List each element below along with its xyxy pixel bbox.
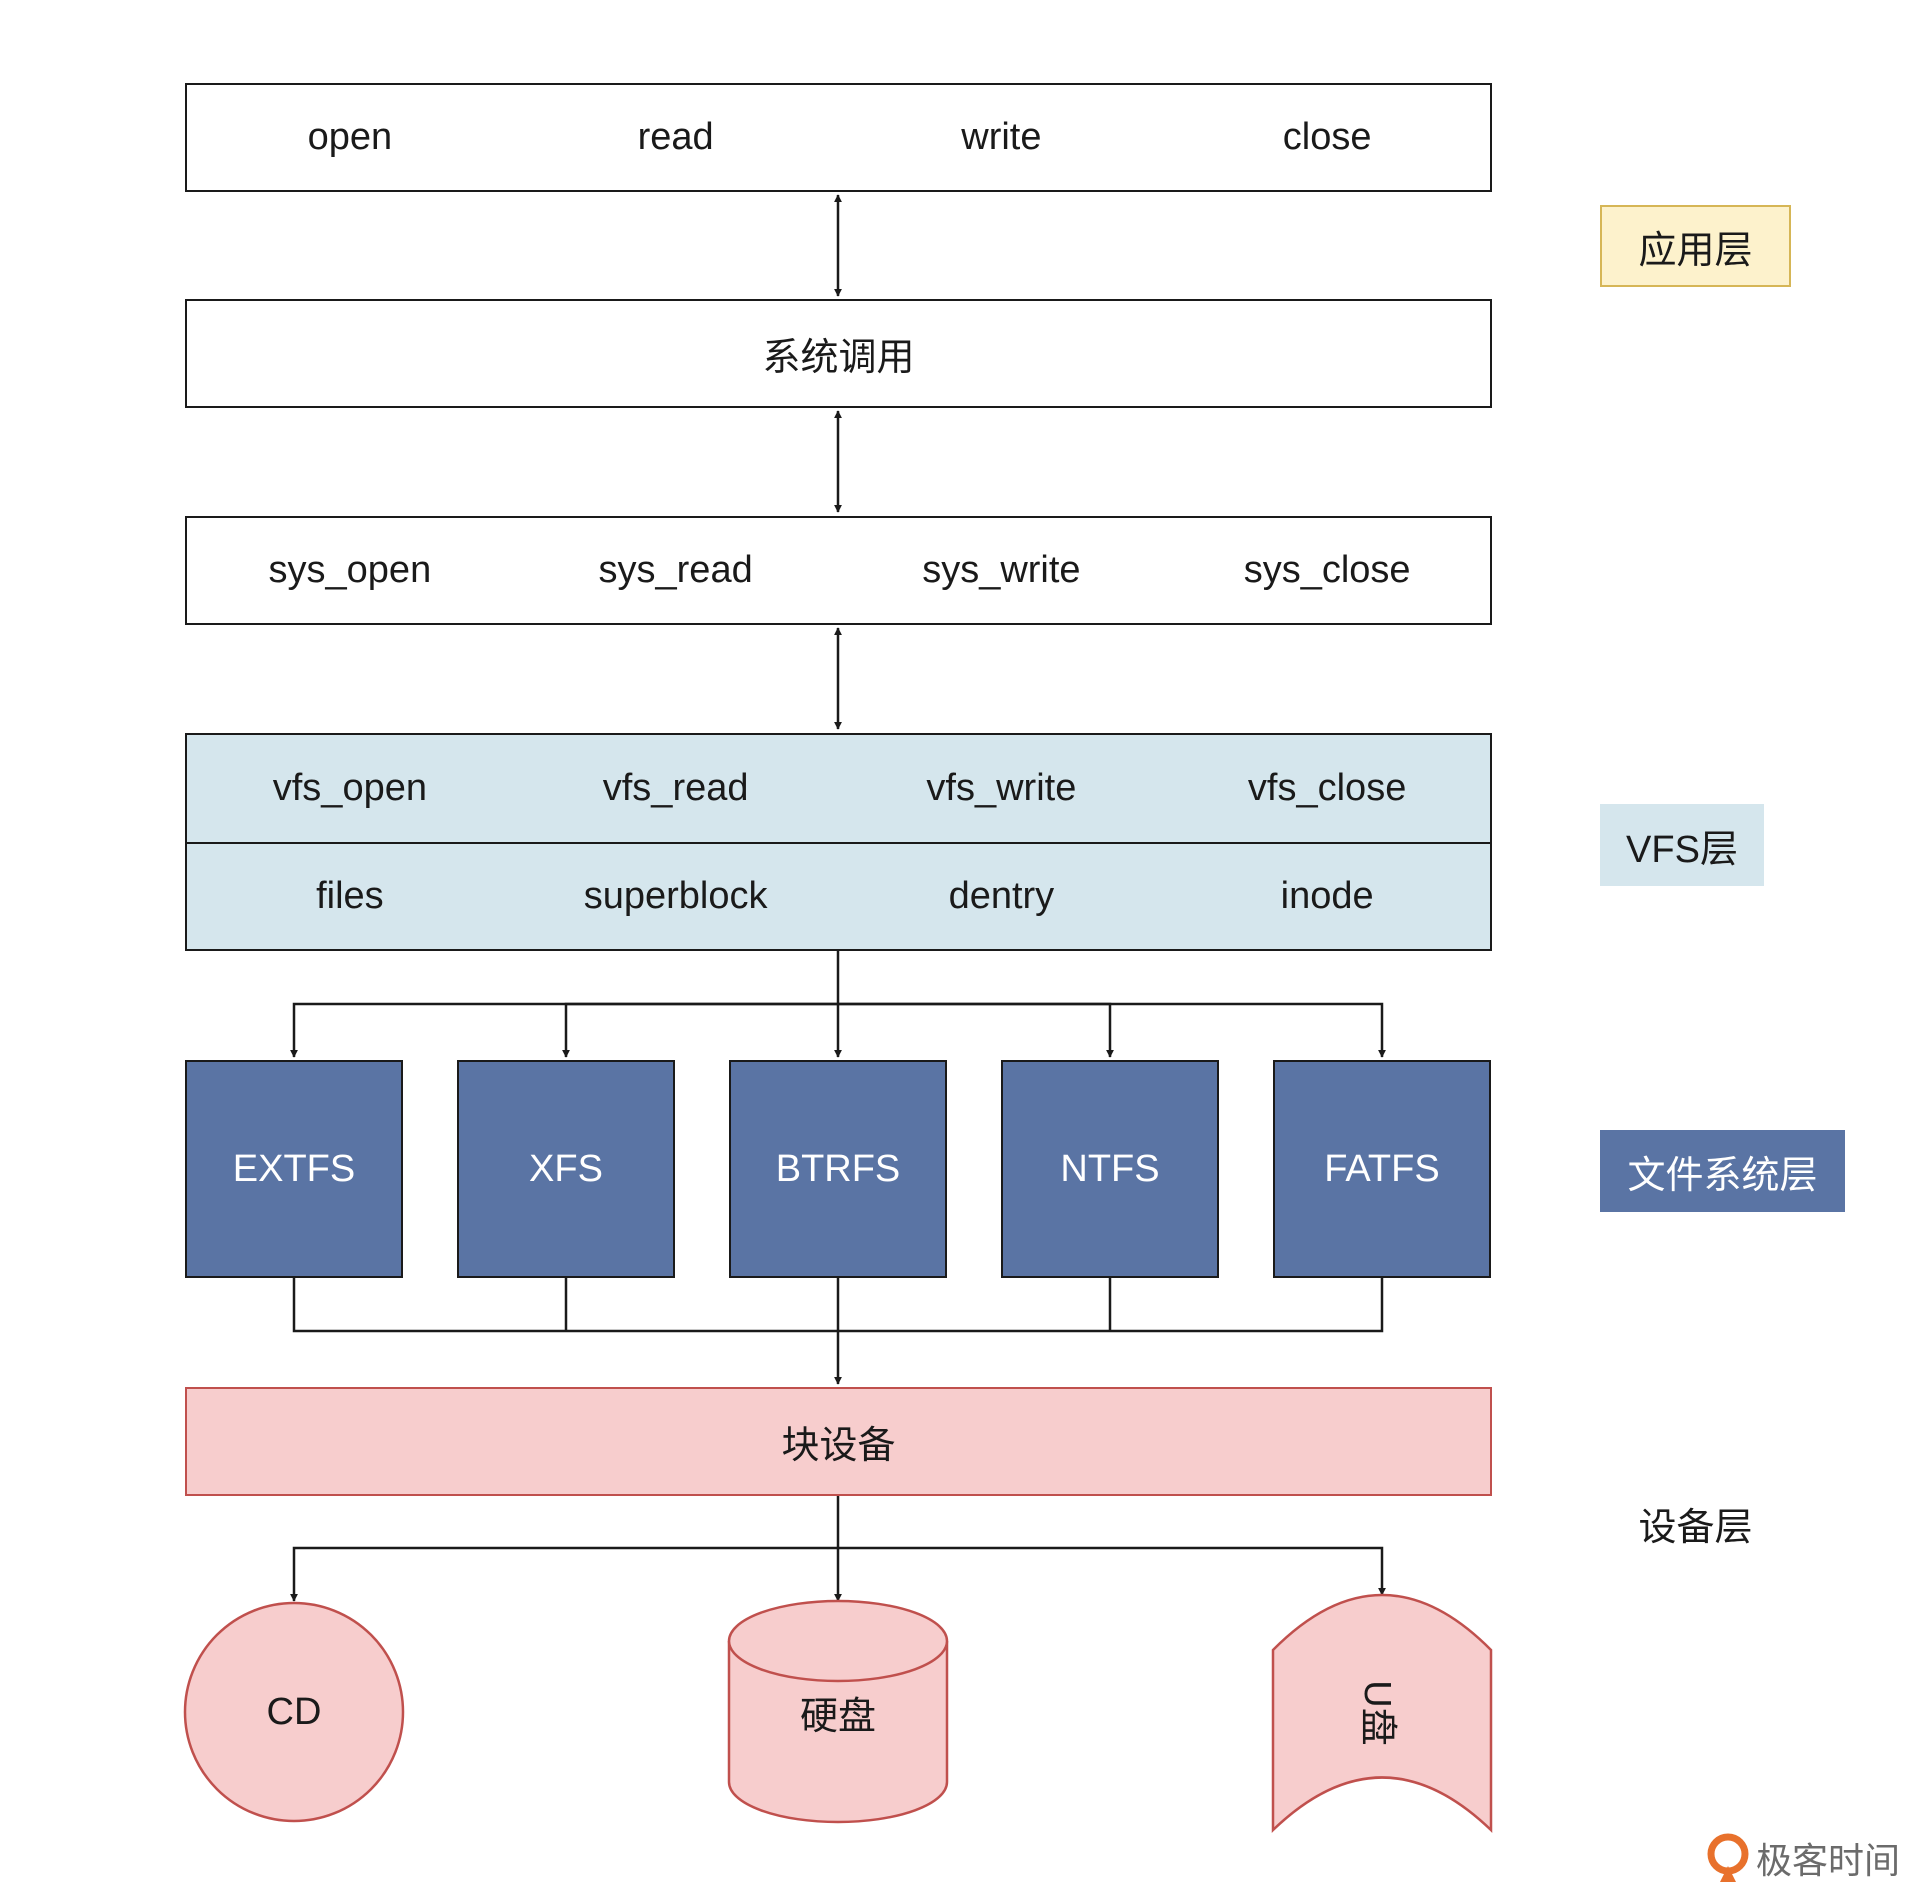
block-to-devices-connectors [290, 1495, 1386, 1602]
vfs-box: vfs_open vfs_read vfs_write vfs_close fi… [185, 733, 1492, 951]
app-close: close [1282, 116, 1372, 158]
syscall-label: 系统调用 [762, 337, 915, 379]
vfs-dentry: dentry [948, 875, 1055, 917]
fs-to-block-connectors [292, 1277, 1384, 1385]
logo-text: 极客时间 [1756, 1840, 1901, 1881]
vfs-read: vfs_read [602, 767, 749, 809]
fs-ntfs: NTFS [1001, 1060, 1219, 1278]
sys-close: sys_close [1243, 549, 1411, 591]
syscall-box: 系统调用 [185, 299, 1492, 408]
vfs-to-fs-connectors [290, 951, 1386, 1058]
sys-open: sys_open [268, 549, 432, 591]
app-open: open [307, 116, 393, 158]
legend-vfs-layer: VFS层 [1600, 804, 1764, 886]
vfs-inode: inode [1280, 875, 1374, 917]
block-device-box: 块设备 [185, 1387, 1492, 1496]
logo: 极客时间 [1756, 1832, 1900, 1884]
vfs-open: vfs_open [272, 767, 427, 809]
vfs-objects-row: files superblock dentry inode [187, 844, 1490, 949]
legend-app-layer: 应用层 [1600, 205, 1791, 287]
sys-read: sys_read [598, 549, 753, 591]
logo-mark-icon [1707, 1833, 1749, 1882]
block-device-label: 块设备 [781, 1425, 896, 1467]
fs-extfs: EXTFS [185, 1060, 403, 1278]
vfs-superblock: superblock [583, 875, 768, 917]
vfs-write: vfs_write [926, 767, 1077, 809]
fs-fatfs: FATFS [1273, 1060, 1491, 1278]
fs-btrfs: BTRFS [729, 1060, 947, 1278]
legend-device-layer: 设备层 [1638, 1506, 1753, 1549]
sys-funcs-box: sys_open sys_read sys_write sys_close [185, 516, 1492, 625]
vfs-funcs-row: vfs_open vfs_read vfs_write vfs_close [187, 735, 1490, 844]
legend-fs-layer: 文件系统层 [1600, 1130, 1845, 1212]
app-layer-box: open read write close [185, 83, 1492, 192]
vfs-files: files [316, 875, 384, 917]
disk-label: 硬盘 [799, 1695, 876, 1738]
vfs-close: vfs_close [1247, 767, 1407, 809]
sys-write: sys_write [922, 549, 1081, 591]
fs-xfs: XFS [457, 1060, 675, 1278]
app-read: read [637, 116, 714, 158]
cd-label: CD [266, 1690, 322, 1733]
usb-label: U盘 [1356, 1680, 1399, 1746]
app-write: write [961, 116, 1042, 158]
